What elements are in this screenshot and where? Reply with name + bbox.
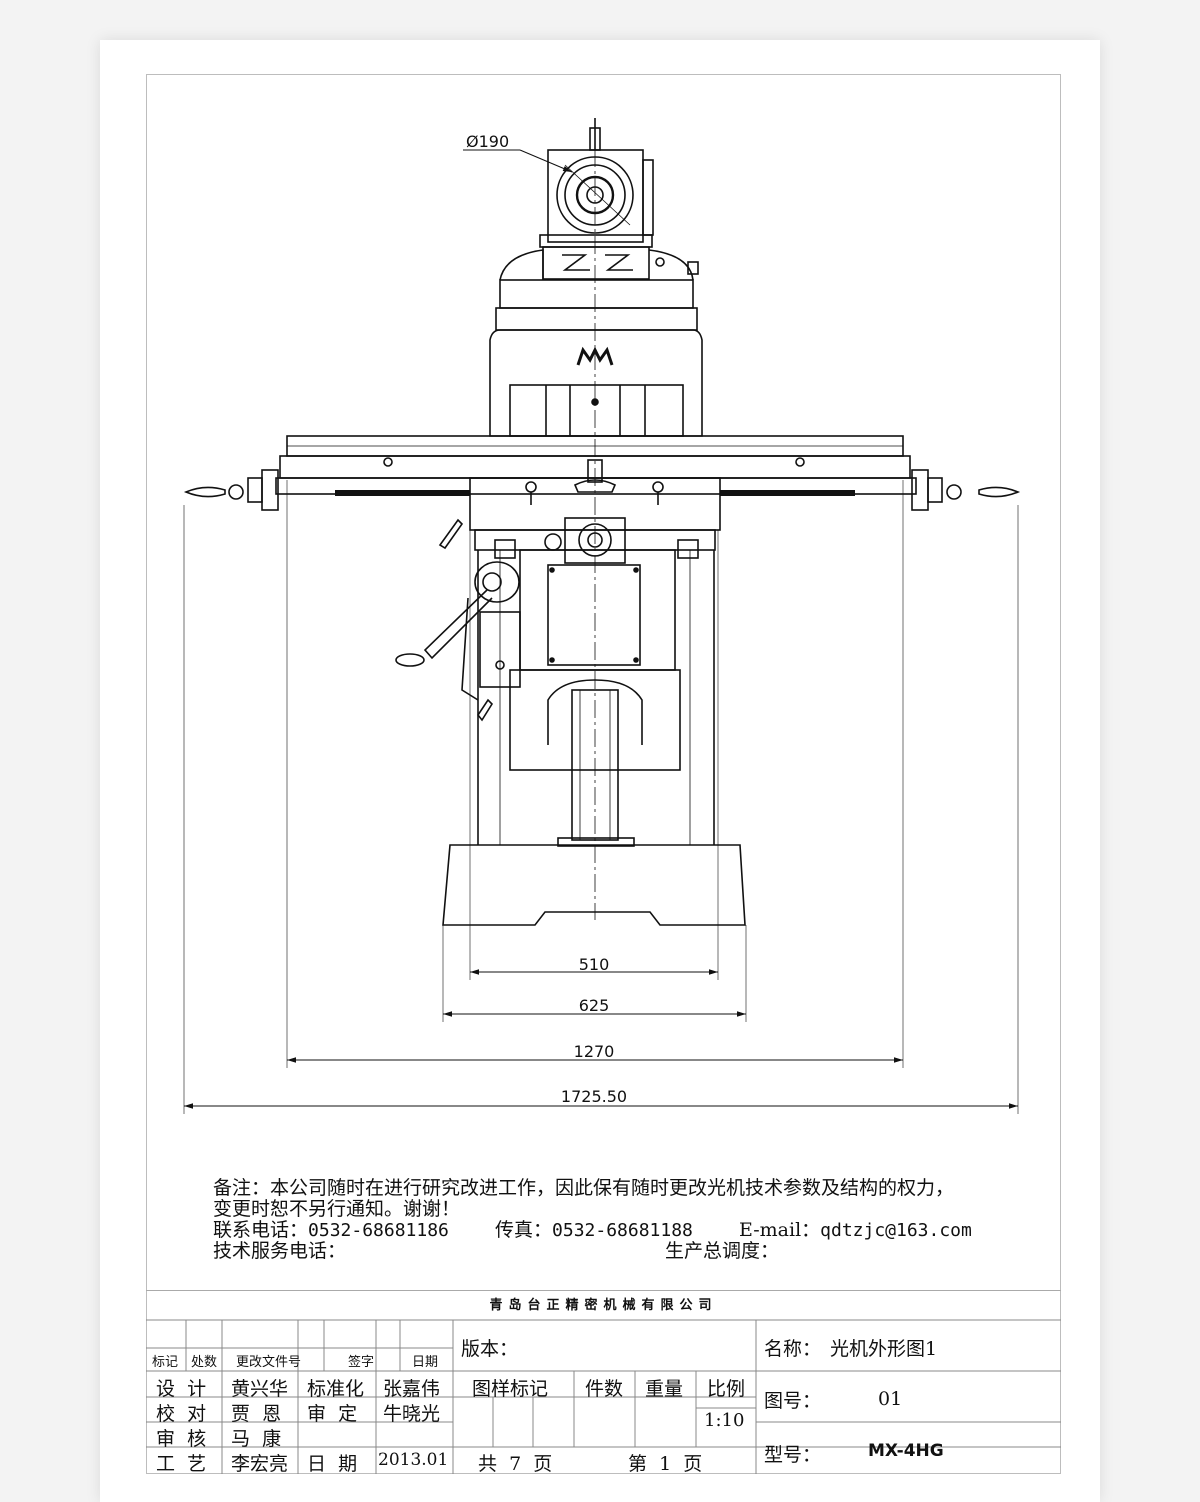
- title-block-grid: [146, 1319, 1061, 1474]
- remark-line-2: 变更时恕不另行通知。谢谢！: [213, 1198, 461, 1220]
- header-doc: 更改文件号: [236, 1355, 302, 1370]
- service-row: 技术服务电话： 生产总调度：: [213, 1241, 1063, 1262]
- phone-label: 联系电话：: [213, 1219, 309, 1241]
- drawing-no-value: 01: [878, 1388, 903, 1410]
- design-label: 设 计: [156, 1378, 207, 1400]
- dim-510: 510: [579, 955, 610, 974]
- dim-spindle-diameter: Ø190: [466, 132, 509, 151]
- contact-row: 联系电话：0532-68681186 传真：0532-68681188 E-ma…: [213, 1219, 1063, 1242]
- email-label: E-mail：: [739, 1219, 821, 1241]
- drawing-frame: [146, 74, 1061, 1474]
- model-label: 型号：: [764, 1444, 822, 1466]
- work-table: [183, 435, 1021, 511]
- knee-crank: [395, 518, 521, 722]
- audit-name: 马 康: [231, 1428, 282, 1450]
- drawing-sheet: [100, 40, 1100, 1502]
- check-label: 校 对: [156, 1403, 207, 1425]
- quantity-label: 件数: [585, 1378, 624, 1400]
- remark-line-1: 备注：本公司随时在进行研究改进工作，因此保有随时更改光机技术参数及结构的权力，: [213, 1177, 955, 1199]
- spindle-head: [539, 118, 699, 280]
- page-number: 第 1 页: [628, 1453, 703, 1475]
- standard-label: 标准化: [307, 1378, 365, 1400]
- name-label: 名称：: [764, 1338, 822, 1360]
- date-label: 日 期: [307, 1453, 358, 1475]
- review-name: 牛晓光: [383, 1403, 441, 1425]
- machine-base: [442, 844, 746, 926]
- fax-label: 传真：: [495, 1219, 553, 1241]
- check-name: 贾 恩: [231, 1403, 282, 1425]
- sample-mark: 图样标记: [472, 1378, 549, 1400]
- weight-label: 重量: [645, 1378, 684, 1400]
- standard-name: 张嘉伟: [383, 1378, 441, 1400]
- header-sign: 签字: [348, 1355, 375, 1370]
- date-value: 2013.01: [378, 1450, 449, 1470]
- audit-label: 审 核: [156, 1428, 207, 1450]
- saddle-knee: [469, 477, 721, 847]
- scale-label: 比例: [707, 1378, 746, 1400]
- dim-1270: 1270: [574, 1042, 615, 1061]
- review-label: 审 定: [307, 1403, 358, 1425]
- design-name: 黄兴华: [231, 1378, 289, 1400]
- model-value: MX-4HG: [868, 1441, 944, 1461]
- version-label: 版本：: [461, 1338, 519, 1360]
- total-pages: 共 7 页: [478, 1453, 553, 1475]
- name-value: 光机外形图1: [830, 1338, 938, 1360]
- ram: [489, 249, 703, 437]
- dispatch-label: 生产总调度：: [665, 1240, 780, 1262]
- header-mark: 标记: [152, 1355, 179, 1370]
- header-count: 处数: [191, 1355, 218, 1370]
- notes-block: 备注：本公司随时在进行研究改进工作，因此保有随时更改光机技术参数及结构的权力， …: [213, 1178, 1063, 1262]
- header-date: 日期: [412, 1355, 439, 1370]
- drawing-no-label: 图号：: [764, 1390, 822, 1412]
- process-label: 工 艺: [156, 1453, 207, 1475]
- dim-1725: 1725.50: [561, 1087, 627, 1106]
- company-name: 青岛台正精密机械有限公司: [146, 1290, 1061, 1321]
- dim-625: 625: [579, 996, 610, 1015]
- brand-logo: [576, 346, 614, 366]
- phone-value: 0532-68681186: [308, 1220, 449, 1241]
- dimensions: [183, 149, 1019, 1114]
- service-label: 技术服务电话：: [213, 1240, 347, 1262]
- process-name: 李宏亮: [231, 1453, 289, 1475]
- fax-value: 0532-68681188: [552, 1220, 693, 1241]
- email-value: qdtzjc@163.com: [820, 1220, 972, 1241]
- scale-value: 1:10: [704, 1410, 745, 1431]
